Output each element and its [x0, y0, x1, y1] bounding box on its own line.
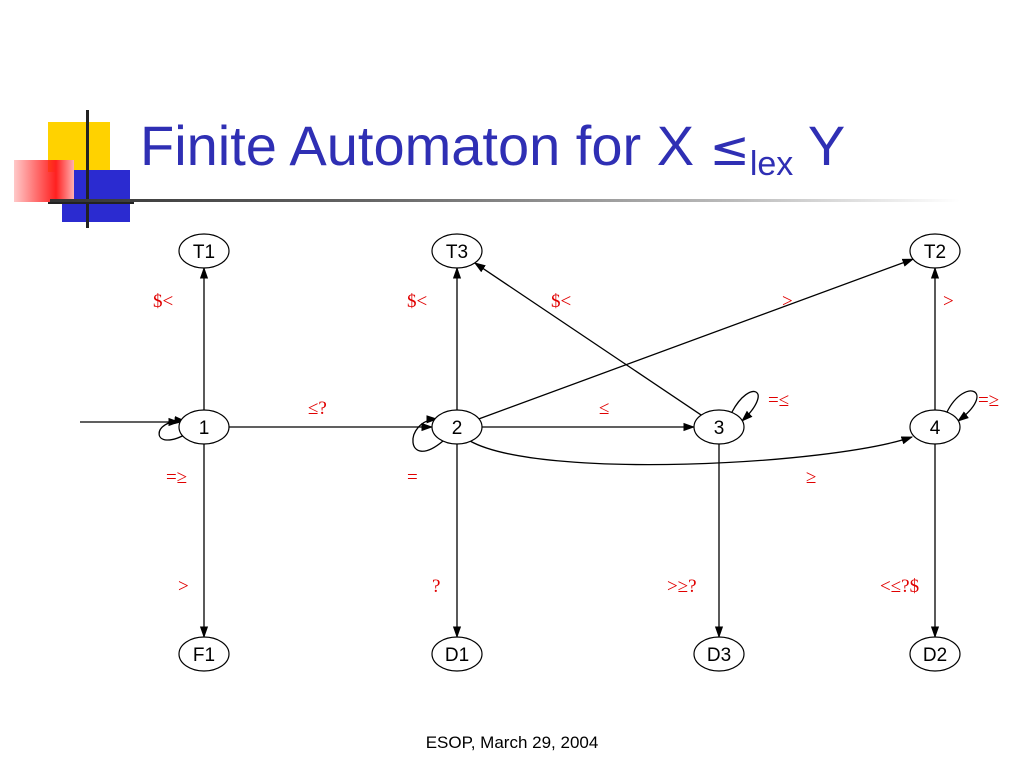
state-label: 1: [199, 418, 210, 439]
state-label: T3: [446, 242, 468, 263]
state-node-d1: D1: [431, 636, 483, 672]
edge-label-2-to-3: ≤: [599, 398, 609, 419]
edge-1-to-1: [158, 416, 189, 441]
state-label: T2: [924, 242, 946, 263]
edge-label-3-to-D3: >≥?: [667, 576, 697, 597]
edge-label-1-to-1: =≥: [166, 467, 187, 488]
slide-title: Finite Automaton for X ≤lex Y: [140, 114, 846, 183]
title-lex-subscript: lex: [749, 145, 794, 183]
edge-label-1-to-T1: $<: [153, 291, 173, 312]
edge-label-1-to-F1: >: [178, 576, 189, 597]
edge-3-to-3: [731, 390, 759, 422]
state-node-2: 2: [431, 409, 483, 445]
state-node-d3: D3: [693, 636, 745, 672]
edge-label-2-to-T2: >: [782, 291, 793, 312]
edge-label-2-to-4: ≥: [806, 467, 816, 488]
state-label: T1: [193, 242, 215, 263]
edge-label-2-to-2: =: [407, 467, 418, 488]
edge-2-to-4: [469, 436, 914, 466]
edge-label-2-to-D1: ?: [432, 576, 440, 597]
state-node-t2: T2: [909, 233, 961, 269]
edge-4-to-4: [946, 390, 978, 422]
state-node-1: 1: [178, 409, 230, 445]
title-lex-symbol: ≤: [709, 121, 750, 177]
state-label: D2: [923, 645, 947, 666]
state-node-3: 3: [693, 409, 745, 445]
state-label: D3: [707, 645, 731, 666]
edge-label-4-to-D2: <≤?$: [880, 576, 919, 597]
edge-label-3-to-3: =≤: [768, 390, 789, 411]
state-label: 2: [452, 418, 463, 439]
edge-label-4-to-T2: >: [943, 291, 954, 312]
state-label: D1: [445, 645, 469, 666]
state-node-4: 4: [909, 409, 961, 445]
edge-label-3-to-T3: $<: [551, 291, 571, 312]
state-node-d2: D2: [909, 636, 961, 672]
state-node-t3: T3: [431, 233, 483, 269]
edge-2-to-2: [412, 415, 444, 452]
edge-label-2-to-T3: $<: [407, 291, 427, 312]
edge-label-1-to-2: ≤?: [308, 398, 327, 419]
title-underline: [50, 199, 960, 202]
edge-2-to-T2: [478, 258, 915, 420]
state-label: 3: [714, 418, 725, 439]
state-node-t1: T1: [178, 233, 230, 269]
edge-3-to-T3: [473, 262, 702, 416]
state-node-f1: F1: [178, 636, 230, 672]
state-label: 4: [930, 418, 941, 439]
edge-label-4-to-4: =≥: [978, 390, 999, 411]
state-label: F1: [193, 645, 215, 666]
slide-footer: ESOP, March 29, 2004: [425, 733, 599, 752]
